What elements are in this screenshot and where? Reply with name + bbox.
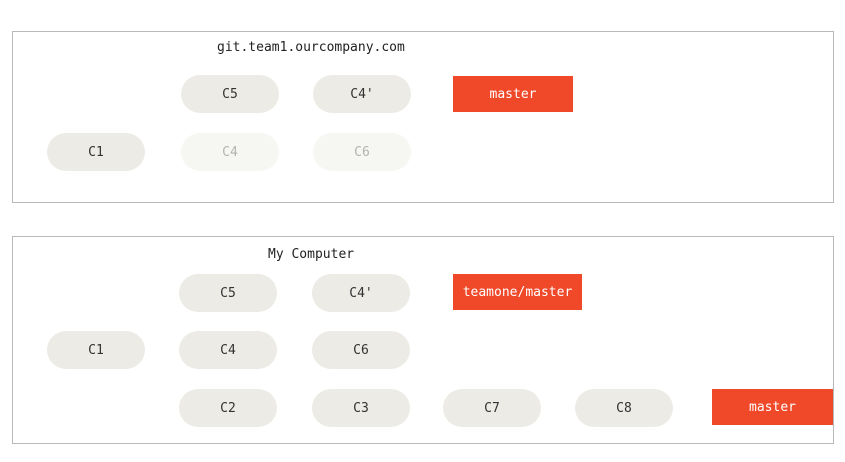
local-commit-c2: C2 bbox=[179, 389, 277, 427]
local-commit-c7: C7 bbox=[443, 389, 541, 427]
local-commit-c8: C8 bbox=[575, 389, 673, 427]
local-commit-c3: C3 bbox=[312, 389, 410, 427]
local-commit-c5: C5 bbox=[179, 274, 277, 312]
local-panel bbox=[12, 236, 834, 444]
local-commit-c4: C4 bbox=[179, 331, 277, 369]
server-title: git.team1.ourcompany.com bbox=[217, 40, 405, 55]
local-commit-c6: C6 bbox=[312, 331, 410, 369]
server-commit-c4: C4 bbox=[181, 133, 279, 171]
server-commit-c5: C5 bbox=[181, 75, 279, 113]
server-commit-c4-prime: C4' bbox=[313, 75, 411, 113]
local-commit-c4-prime: C4' bbox=[312, 274, 410, 312]
server-commit-c6: C6 bbox=[313, 133, 411, 171]
local-branch-master: master bbox=[712, 389, 833, 425]
server-branch-master: master bbox=[453, 76, 573, 112]
server-commit-c1: C1 bbox=[47, 133, 145, 171]
local-title: My Computer bbox=[268, 247, 355, 262]
local-commit-c1: C1 bbox=[47, 331, 145, 369]
server-panel bbox=[12, 31, 834, 203]
local-branch-teamone-master: teamone/master bbox=[453, 274, 582, 310]
